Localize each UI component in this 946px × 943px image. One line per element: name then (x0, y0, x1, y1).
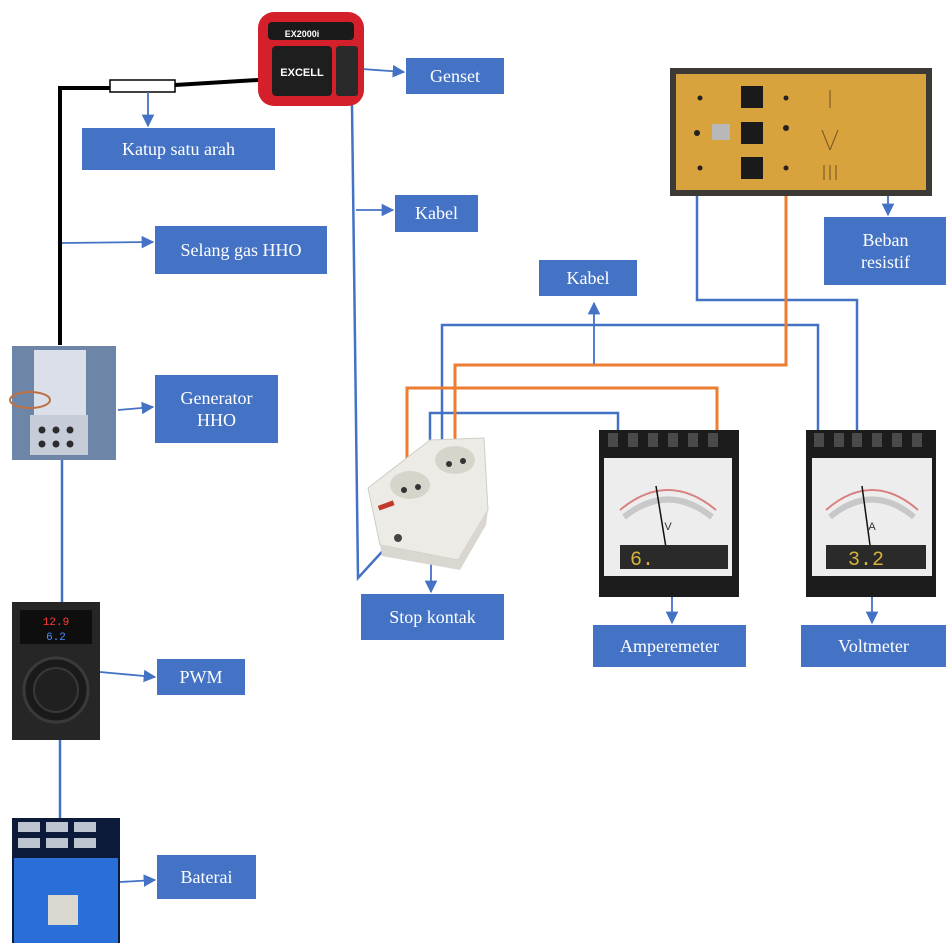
meter-v-photo: V 6. (599, 430, 739, 597)
label-katup-satu-arah: Katup satu arah (82, 128, 275, 170)
label-pwm: PWM (157, 659, 245, 695)
genset-model-text: EX2000i (285, 29, 320, 39)
label-kabel-top: Kabel (395, 195, 478, 232)
label-genset: Genset (406, 58, 504, 94)
meter-v-symbol: V (664, 521, 672, 533)
genset-photo: EX2000i EXCELL (258, 12, 364, 106)
label-beban-line2: resistif (861, 251, 910, 274)
label-beban-line1: Beban (863, 229, 909, 252)
battery-photo (12, 818, 120, 943)
label-beban-resistif: Beban resistif (824, 217, 946, 285)
label-amperemeter: Amperemeter (593, 625, 746, 667)
label-generator-hho: Generator HHO (155, 375, 278, 443)
meter-a-reading: 3.2 (848, 549, 884, 572)
label-kabel-mid: Kabel (539, 260, 637, 296)
pwm-display-bottom: 6.2 (46, 632, 66, 644)
pwm-photo: 12.9 6.2 (12, 602, 100, 740)
label-baterai: Baterai (157, 855, 256, 899)
meter-a-symbol: A (868, 521, 876, 533)
stop-kontak-photo (368, 438, 488, 570)
label-generator-line1: Generator (181, 387, 253, 410)
hho-hose (60, 80, 258, 345)
resistive-load-photo (670, 68, 932, 196)
pwm-display-top: 12.9 (43, 617, 69, 629)
check-valve (110, 80, 175, 92)
genset-brand-text: EXCELL (280, 67, 324, 79)
label-voltmeter: Voltmeter (801, 625, 946, 667)
label-stop-kontak: Stop kontak (361, 594, 504, 640)
label-selang-gas-hho: Selang gas HHO (155, 226, 327, 274)
label-generator-line2: HHO (197, 409, 236, 432)
hho-generator-photo (10, 346, 116, 460)
meter-a-photo: A 3.2 (806, 430, 936, 597)
meter-v-reading: 6. (630, 549, 654, 572)
